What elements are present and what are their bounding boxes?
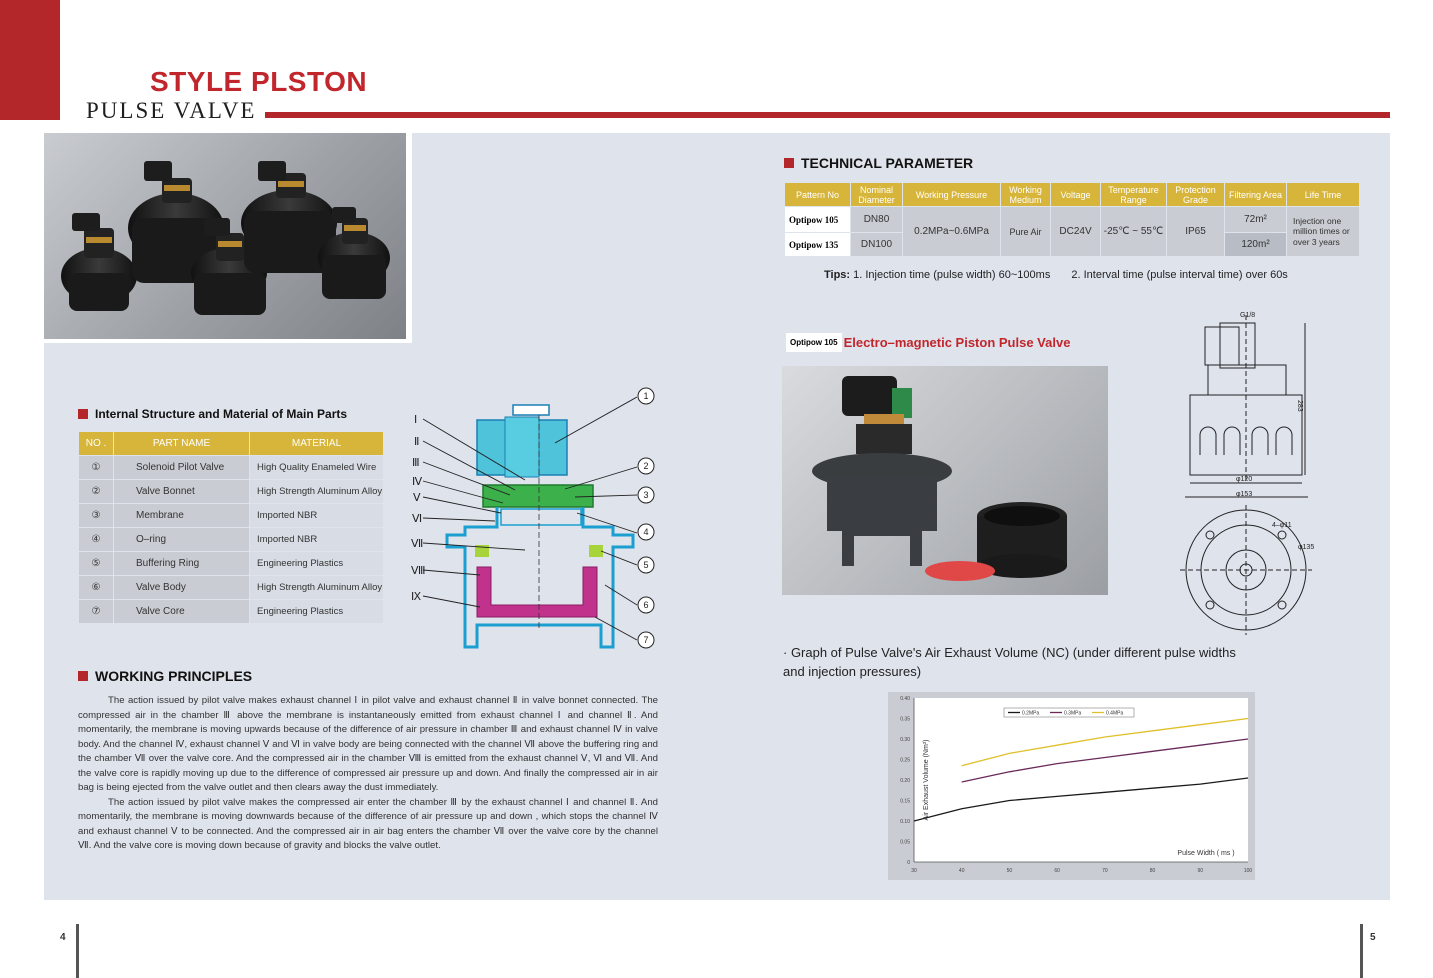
table-row: Optipow 135 DN100 120m² xyxy=(784,232,1360,257)
dim-label: 4–φ11 xyxy=(1272,522,1292,529)
channel-label: Ⅳ xyxy=(412,476,423,488)
col-part-name: PART NAME xyxy=(113,431,250,456)
x-tick-label: 30 xyxy=(911,868,917,874)
channel-label: Ⅱ xyxy=(414,436,419,448)
x-tick-label: 90 xyxy=(1198,868,1204,874)
heading-square-icon xyxy=(78,409,88,419)
working-principles-text: The action issued by pilot valve makes e… xyxy=(78,694,658,854)
y-tick-label: 0.05 xyxy=(900,840,910,846)
valves-illustration xyxy=(61,161,390,315)
product-group-photo xyxy=(44,133,406,339)
x-axis-label: Pulse Width ( ms ) xyxy=(1177,850,1234,857)
page-title: STYLE PLSTON xyxy=(150,66,368,97)
dim-label: G1/8 xyxy=(1240,312,1255,319)
product-photo-exploded xyxy=(782,366,1108,595)
right-page-bar xyxy=(1360,924,1363,978)
heading-square-icon xyxy=(784,158,794,168)
channel-label: Ⅰ xyxy=(414,414,417,426)
exhaust-volume-chart-frame: 0 0.05 0.10 0.15 0.20 0.25 0.30 0.35 0.40 30 40 50… xyxy=(888,692,1255,880)
callout-number: 4 xyxy=(643,527,648,537)
channel-label: Ⅷ xyxy=(411,565,426,577)
col-no: NO . xyxy=(78,431,114,456)
x-tick-label: 40 xyxy=(959,868,965,874)
legend-label: 0.2MPa xyxy=(1022,711,1039,717)
electro-title: Optipow 105 Electro–magnetic Piston Puls… xyxy=(786,333,1070,352)
page-subtitle: PULSE VALVE xyxy=(86,98,257,123)
dim-label: φ135 xyxy=(1298,544,1314,551)
y-tick-label: 0.30 xyxy=(900,737,910,743)
x-tick-label: 60 xyxy=(1054,868,1060,874)
legend-label: 0.4MPa xyxy=(1106,711,1123,717)
callout-number: 5 xyxy=(643,560,648,570)
y-tick-label: 0.35 xyxy=(900,717,910,723)
plot-area xyxy=(914,698,1248,862)
left-page-bar xyxy=(76,924,79,978)
y-tick-label: 0.40 xyxy=(900,696,910,702)
dim-label: 283 xyxy=(1296,400,1303,412)
series-line xyxy=(961,738,1249,783)
callout-number: 1 xyxy=(643,391,648,401)
y-tick-label: 0.15 xyxy=(900,799,910,805)
channel-label: Ⅸ xyxy=(411,591,421,603)
working-paragraph-1: The action issued by pilot valve makes e… xyxy=(78,695,658,793)
x-tick-label: 100 xyxy=(1244,868,1253,874)
callout-number: 2 xyxy=(643,461,648,471)
header-rule xyxy=(265,112,1390,118)
working-heading: WORKING PRINCIPLES xyxy=(78,668,252,684)
callout-number: 7 xyxy=(643,635,648,645)
tips-line: Tips: 1. Injection time (pulse width) 60… xyxy=(824,269,1288,281)
y-tick-label: 0.25 xyxy=(900,758,910,764)
dim-label: φ153 xyxy=(1236,491,1252,498)
structure-heading: Internal Structure and Material of Main … xyxy=(78,407,347,421)
series-line xyxy=(961,717,1249,767)
y-tick-label: 0.20 xyxy=(900,778,910,784)
channel-label: Ⅲ xyxy=(412,457,420,469)
technical-heading: TECHNICAL PARAMETER xyxy=(784,155,973,171)
x-tick-label: 50 xyxy=(1007,868,1013,874)
heading-square-icon xyxy=(78,671,88,681)
y-axis-label: Air Exhaust Volume (Nm³) xyxy=(923,740,930,821)
legend-box xyxy=(1003,707,1135,718)
callout-number: 6 xyxy=(643,600,648,610)
y-tick-label: 0.10 xyxy=(900,819,910,825)
channel-label: Ⅶ xyxy=(411,538,423,550)
parts-table-header: NO . PART NAME MATERIAL xyxy=(78,431,384,456)
model-tag: Optipow 105 xyxy=(786,333,842,352)
exhaust-volume-chart: 0 0.05 0.10 0.15 0.20 0.25 0.30 0.35 0.40 30 40 50… xyxy=(900,696,1253,874)
y-tick-label: 0 xyxy=(907,860,910,866)
x-tick-label: 80 xyxy=(1150,868,1156,874)
channel-label: Ⅵ xyxy=(412,513,422,525)
channel-label: Ⅴ xyxy=(413,492,421,504)
working-paragraph-2: The action issued by pilot valve makes t… xyxy=(78,796,658,852)
table-row: Optipow 105 DN80 0.2MPa~0.6MPa Pure Air … xyxy=(784,206,1360,257)
technical-table-header: Pattern No Nominal Diameter Working Pres… xyxy=(784,182,1360,207)
red-corner-block xyxy=(0,0,60,120)
callout-number: 3 xyxy=(643,490,648,500)
technical-table: Pattern No Nominal Diameter Working Pres… xyxy=(784,182,1360,257)
x-tick-label: 70 xyxy=(1102,868,1108,874)
series-line xyxy=(913,777,1249,822)
legend-label: 0.3MPa xyxy=(1064,711,1081,717)
valve-illustration xyxy=(812,376,1067,581)
cross-section-diagram: Ⅰ Ⅱ Ⅲ Ⅳ Ⅴ Ⅵ Ⅶ Ⅷ Ⅸ xyxy=(411,387,655,649)
graph-caption: · Graph of Pulse Valve's Air Exhaust Vol… xyxy=(783,645,1236,679)
technical-drawing: G1/8 283 φ120 φ153 4–φ11 φ135 xyxy=(1180,312,1314,635)
left-page-number: 4 xyxy=(60,932,66,943)
right-page-number: 5 xyxy=(1370,932,1376,943)
col-material: MATERIAL xyxy=(249,431,384,456)
dim-label: φ120 xyxy=(1236,476,1252,483)
